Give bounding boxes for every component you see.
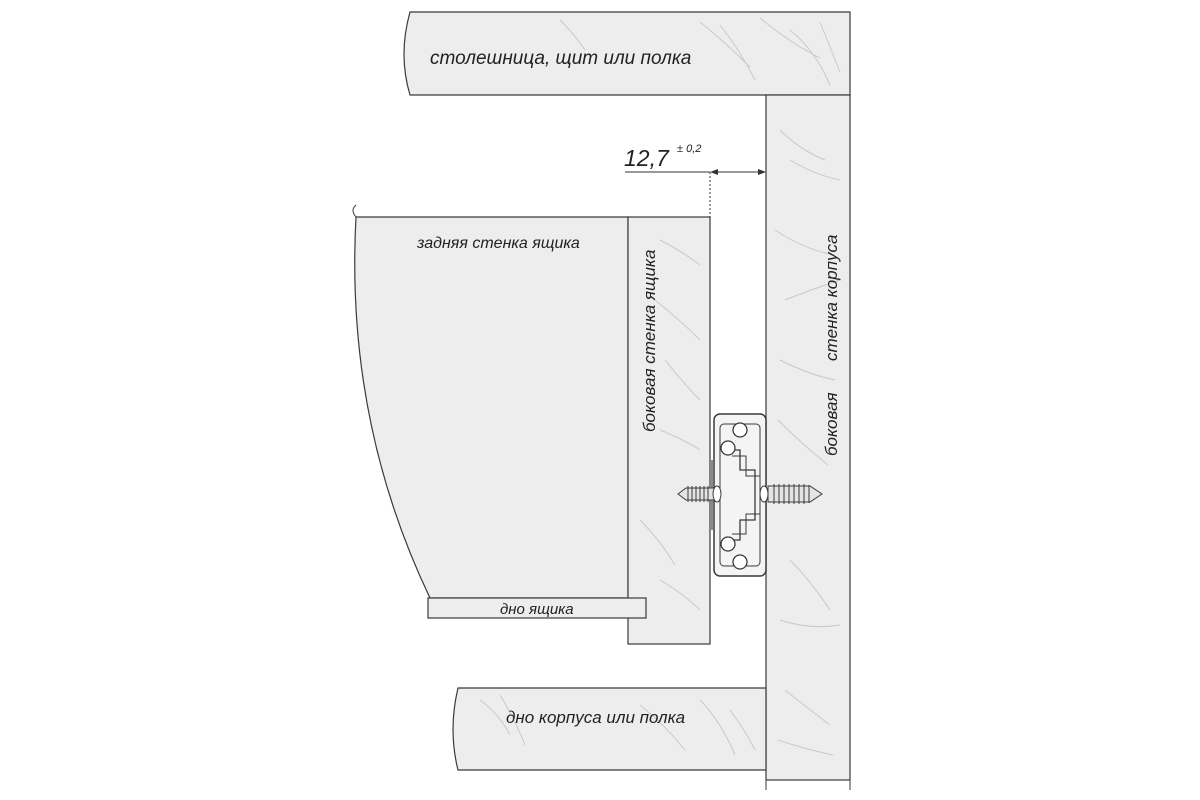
drawer-bottom-board (427, 597, 647, 619)
dimension-value: 12,7 (624, 145, 670, 171)
right-screw (759, 484, 823, 504)
wood-grain (774, 129, 841, 756)
drawer-side-label: боковая стенка ящика (640, 250, 659, 432)
cabinet-bottom-board (452, 687, 767, 771)
drawer-side-wall (627, 216, 711, 645)
wood-grain (559, 17, 841, 86)
wood-grain (639, 239, 701, 611)
drawer-back-label: задняя стенка ящика (416, 235, 580, 252)
slide-ball-bearing (720, 422, 748, 570)
drawer-bottom-label: дно ящика (500, 601, 574, 618)
wood-grain (479, 694, 756, 756)
cabinet-side-label-a: боковая (822, 392, 841, 456)
dimension-indicator (625, 169, 766, 217)
countertop-label: столешница, щит или полка (430, 48, 691, 69)
cabinet-bottom-label: дно корпуса или полка (506, 708, 685, 727)
drawer-back-wall (352, 204, 629, 599)
cabinet-side-label-b: стенка корпуса (822, 235, 841, 361)
cabinet-side-panel (765, 94, 851, 790)
dimension-tolerance: ± 0,2 (677, 143, 701, 155)
left-screw (677, 485, 722, 503)
countertop-board (403, 11, 851, 96)
